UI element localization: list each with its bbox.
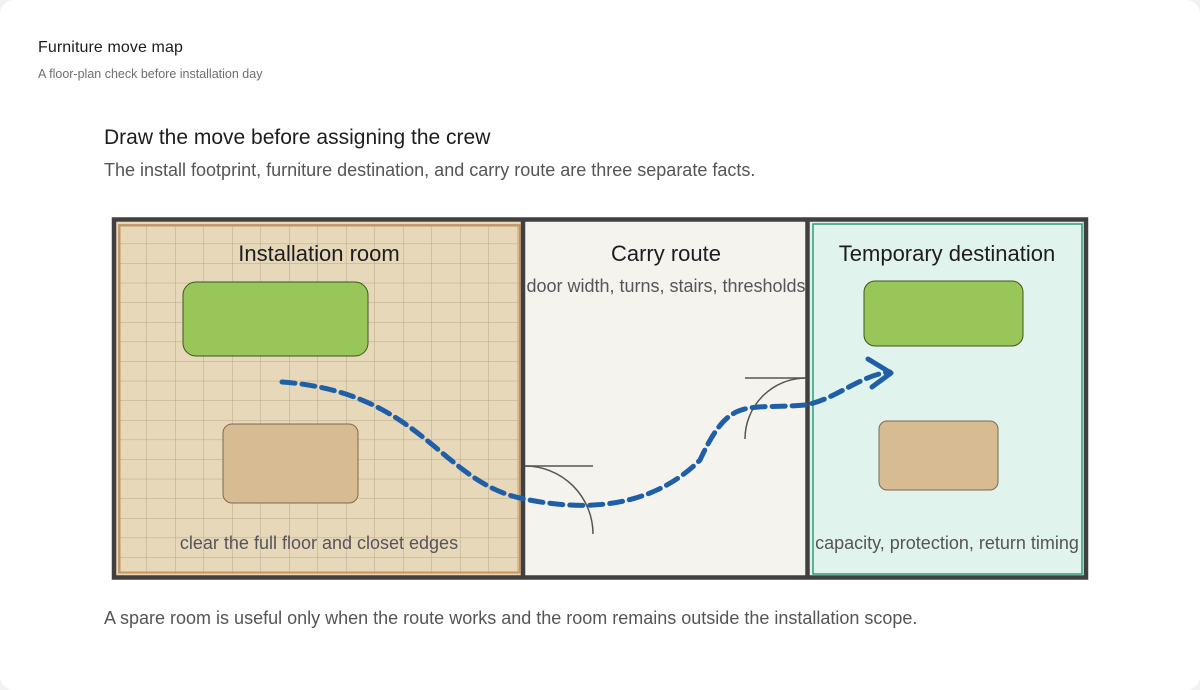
temporary-destination-note: capacity, protection, return timing	[815, 533, 1079, 553]
door-swing-left	[524, 465, 594, 535]
temporary-destination-room	[809, 221, 1085, 576]
temporary-destination-floor	[809, 221, 1085, 576]
sofa-destination-spot	[863, 280, 1024, 347]
floor-plan-diagram: Installation room clear the full floor a…	[111, 217, 1089, 580]
page-title: Furniture move map	[38, 39, 183, 56]
installation-room-grid	[118, 224, 520, 574]
sofa-furniture	[182, 281, 369, 357]
carry-route-arrowhead	[865, 356, 894, 390]
carry-route-note: door width, turns, stairs, thresholds	[526, 276, 805, 296]
outer-wall	[111, 217, 1089, 580]
temporary-destination-label: Temporary destination	[839, 241, 1055, 266]
page-subtitle: A floor-plan check before installation d…	[38, 67, 263, 81]
walls	[111, 217, 1089, 580]
carry-route-label: Carry route	[611, 241, 721, 266]
installation-room-scope-border	[118, 224, 521, 574]
door-swing-right	[744, 377, 807, 440]
carry-route-arrow	[279, 369, 893, 508]
carry-route-area	[524, 220, 806, 577]
installation-room-note: clear the full floor and closet edges	[180, 533, 458, 553]
temporary-destination-border	[812, 223, 1083, 575]
footnote: A spare room is useful only when the rou…	[104, 608, 918, 628]
section-lede: The install footprint, furniture destina…	[104, 160, 756, 180]
table-destination-spot	[878, 420, 999, 491]
section-heading: Draw the move before assigning the crew	[104, 126, 491, 149]
installation-room-label: Installation room	[238, 241, 399, 266]
table-furniture	[222, 423, 359, 504]
installation-room	[116, 222, 522, 576]
